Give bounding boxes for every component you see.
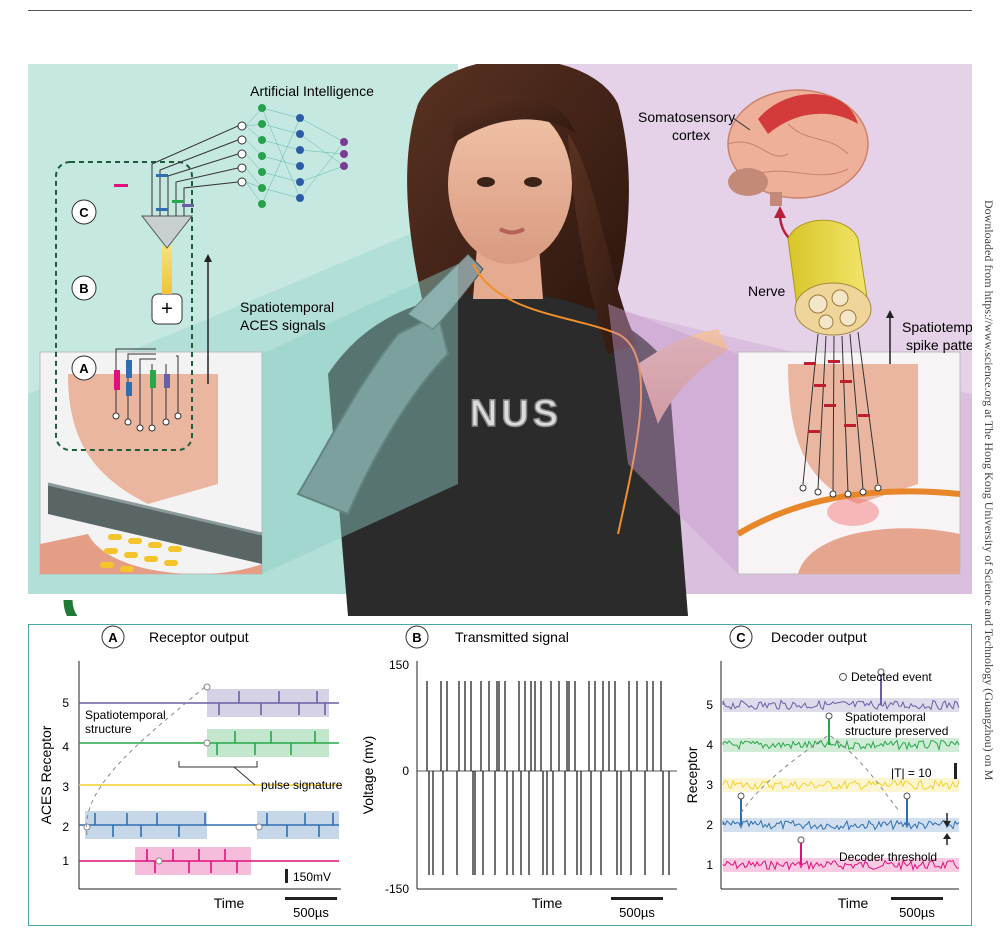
human-arm — [638, 329, 728, 424]
cortex-label-1: Somatosensory — [638, 109, 735, 125]
panel-c-letter: C — [736, 630, 746, 645]
encoder-box — [55, 161, 193, 451]
panel-a-scale-volt: 150mV — [293, 870, 331, 884]
panel-a-ytick-4: 4 — [62, 740, 69, 754]
panel-c-trace-2 — [722, 819, 960, 831]
neural-network — [245, 104, 348, 208]
receptor-nodes — [112, 412, 182, 432]
panel-a-ytick-5: 5 — [62, 696, 69, 710]
panel-c-event-marker — [797, 836, 805, 844]
ai-label: Artificial Intelligence — [250, 83, 374, 99]
aces-label-2: ACES signals — [240, 317, 326, 333]
panel-a-pulse: pulse signature — [261, 778, 343, 792]
panel-a-ytick-3: 3 — [62, 780, 69, 794]
panel-b-ylabel: Voltage (mv) — [360, 736, 376, 815]
panel-c-trace-4 — [722, 739, 960, 752]
panel-a-onset-marker — [255, 823, 263, 831]
aces-label-1: Spatiotemporal — [240, 299, 334, 315]
panel-a-onset-marker — [83, 823, 91, 831]
shirt-logo: NUS — [470, 393, 562, 435]
panel-c-event-marker — [877, 668, 885, 676]
panel-c-trace-5 — [722, 699, 960, 711]
panel-b-ytick-bottom: -150 — [385, 882, 409, 896]
svg-text:A: A — [79, 361, 89, 376]
panel-a-onset-marker — [203, 683, 211, 691]
panel-c-band-1 — [723, 858, 959, 872]
panel-c-scale-time: 500µs — [899, 905, 935, 920]
inset-human-finger — [736, 351, 961, 575]
adder-symbol: + — [161, 298, 173, 320]
panel-c-ylabel: Receptor — [684, 746, 700, 803]
panel-c-ytick-5: 5 — [706, 698, 713, 712]
panel-c-trace-3 — [722, 779, 960, 791]
illustration: NUS C B A — [28, 64, 972, 616]
nerve-illustration — [787, 219, 872, 336]
face — [448, 104, 572, 264]
panel-c: C Decoder output Receptor Time 1 2 3 4 5… — [684, 625, 960, 920]
panel-b: B Transmitted signal Voltage (mv) Time 1… — [360, 625, 677, 920]
panel-b-xlabel: Time — [532, 895, 563, 911]
panel-b-ytick-top: 150 — [389, 658, 409, 672]
panel-b-scale-time: 500µs — [619, 905, 655, 920]
stage-b-marker: B — [71, 275, 97, 301]
panel-c-threshold: Decoder threshold — [839, 850, 937, 864]
panel-c-ytick-3: 3 — [706, 778, 713, 792]
panel-a-structure-2: structure — [85, 722, 132, 736]
green-arrow — [63, 599, 78, 616]
top-rule — [28, 10, 972, 11]
bottom-figure: A Receptor output ACES Receptor Time 1 2… — [28, 624, 972, 926]
panel-c-ytick-2: 2 — [706, 818, 713, 832]
panel-c-title: Decoder output — [771, 629, 867, 645]
panel-c-t-value: |T| = 10 — [891, 766, 932, 780]
download-note: Downloaded from https://www.science.org … — [982, 200, 996, 781]
transmission-line — [162, 246, 172, 294]
panel-c-preserved-1: Spatiotemporal — [845, 710, 926, 724]
panel-b-ytick-zero: 0 — [402, 764, 409, 778]
decoder-triangle — [140, 215, 194, 249]
panel-a-ytick-1: 1 — [62, 854, 69, 868]
panel-a-onset-marker — [203, 739, 211, 747]
panel-a-title: Receptor output — [149, 629, 249, 645]
panel-c-event-marker — [737, 792, 745, 800]
cortex-label-2: cortex — [672, 127, 710, 143]
inset-robotic-finger — [39, 351, 263, 575]
spike-label-2: spike patterns — [906, 337, 972, 353]
panel-c-event-marker — [903, 792, 911, 800]
spike-label-1: Spatiotemporal — [902, 319, 972, 335]
panel-a-letter: A — [108, 630, 118, 645]
panel-c-band-2 — [723, 818, 959, 832]
panel-a-onset-marker — [155, 857, 163, 865]
svg-text:C: C — [79, 205, 89, 220]
panel-c-ytick-4: 4 — [706, 738, 713, 752]
stage-c-marker: C — [71, 199, 97, 225]
panel-a-traces — [79, 683, 339, 875]
nerve-label: Nerve — [748, 283, 786, 299]
panel-a-ylabel: ACES Receptor — [38, 725, 54, 824]
panel-c-legend-event: Detected event — [851, 670, 932, 684]
panel-a-xlabel: Time — [214, 895, 245, 911]
panel-a: A Receptor output ACES Receptor Time 1 2… — [38, 625, 343, 920]
panel-b-letter: B — [412, 630, 421, 645]
panel-c-xlabel: Time — [838, 895, 869, 911]
panel-c-band-3 — [723, 778, 959, 792]
plots-svg: A Receptor output ACES Receptor Time 1 2… — [38, 625, 960, 920]
brain-illustration — [727, 89, 869, 206]
panel-c-traces — [722, 668, 960, 872]
panel-b-traces — [426, 681, 670, 875]
panel-c-event-marker — [825, 712, 833, 720]
panel-b-title: Transmitted signal — [455, 629, 569, 645]
svg-text:B: B — [79, 281, 88, 296]
panel-a-ytick-2: 2 — [62, 820, 69, 834]
optical-fibre — [472, 263, 643, 535]
stage-a-marker: A — [71, 355, 97, 381]
panel-c-preserved-2: structure preserved — [845, 724, 948, 738]
panel-a-scale-time: 500µs — [293, 905, 329, 920]
panel-c-ytick-1: 1 — [706, 858, 713, 872]
panel-c-trace-1 — [722, 859, 960, 871]
robotic-arm — [296, 312, 450, 516]
panel-a-structure-1: Spatiotemporal — [85, 708, 166, 722]
